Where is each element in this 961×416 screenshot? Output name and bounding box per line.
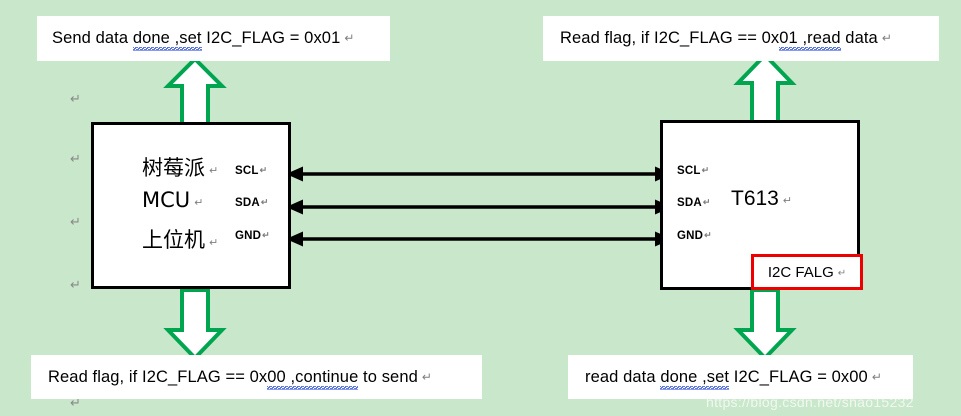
callout-top-left: Send data done ,set I2C_FLAG = 0x01↵ (37, 16, 390, 61)
callout-top-right: Read flag, if I2C_FLAG == 0x01 ,read dat… (543, 16, 939, 61)
bus-line-scl (286, 163, 672, 185)
right-down-arrow (733, 286, 797, 361)
right-pin-scl: SCL↵ (677, 165, 710, 177)
return-mark: ↵ (344, 31, 355, 45)
left-device-name-3: 上位机↵ (142, 228, 219, 252)
right-pin-gnd: GND↵ (677, 230, 712, 242)
return-mark: ↵ (704, 230, 712, 240)
left-pin-scl: SCL↵ (235, 165, 268, 177)
return-mark: ↵ (871, 369, 882, 384)
margin-return-mark-1: ↵ (70, 92, 81, 107)
spellcheck-underline: 01 ,read (779, 29, 841, 51)
return-mark: ↵ (194, 196, 204, 209)
spellcheck-underline: 00 ,continue (267, 367, 359, 390)
return-mark: ↵ (837, 267, 847, 279)
return-mark: ↵ (702, 197, 711, 207)
return-mark: ↵ (209, 236, 219, 249)
i2c-flag-label: I2C FALG↵ (767, 263, 847, 281)
left-device-box: 树莓派↵ MCU↵ 上位机↵ SCL↵ SDA↵ GND↵ (91, 122, 291, 289)
right-up-arrow (733, 52, 797, 126)
left-up-arrow (163, 56, 227, 126)
left-down-arrow (163, 286, 227, 361)
callout-bottom-left-text: Read flag, if I2C_FLAG == 0x00 ,continue… (48, 367, 433, 390)
spellcheck-underline: done ,set (660, 367, 730, 390)
i2c-flag-register-box: I2C FALG↵ (751, 254, 863, 290)
callout-bottom-right-text: read data done ,set I2C_FLAG = 0x00↵ (585, 367, 882, 390)
return-mark: ↵ (209, 164, 219, 177)
return-mark: ↵ (260, 197, 269, 207)
bus-line-gnd (286, 228, 672, 250)
margin-return-mark-2: ↵ (70, 152, 81, 167)
return-mark: ↵ (701, 165, 710, 175)
left-pin-sda: SDA↵ (235, 197, 269, 209)
callout-top-left-text: Send data done ,set I2C_FLAG = 0x01↵ (52, 29, 355, 51)
left-device-name-1: 树莓派↵ (142, 156, 219, 180)
margin-return-mark-3: ↵ (70, 215, 81, 230)
margin-return-mark-5: ↵ (70, 396, 81, 411)
return-mark: ↵ (259, 165, 268, 175)
return-mark: ↵ (782, 195, 793, 207)
bus-line-sda (286, 196, 672, 218)
right-device-box: SCL↵ SDA↵ GND↵ T613↵ I2C FALG↵ (660, 120, 863, 290)
margin-return-mark-4: ↵ (70, 278, 81, 293)
callout-top-right-text: Read flag, if I2C_FLAG == 0x01 ,read dat… (560, 29, 892, 51)
callout-bottom-right: read data done ,set I2C_FLAG = 0x00↵ (568, 355, 913, 399)
return-mark: ↵ (881, 31, 892, 45)
return-mark: ↵ (421, 369, 433, 384)
return-mark: ↵ (262, 230, 270, 240)
callout-bottom-left: Read flag, if I2C_FLAG == 0x00 ,continue… (31, 355, 482, 399)
left-pin-gnd: GND↵ (235, 230, 270, 242)
right-pin-sda: SDA↵ (677, 197, 711, 209)
watermark: https://blog.csdn.net/shao15232 (706, 394, 914, 410)
left-device-name-2: MCU↵ (142, 188, 204, 212)
spellcheck-underline: done ,set (132, 29, 202, 51)
right-device-chip-name: T613↵ (731, 187, 793, 210)
